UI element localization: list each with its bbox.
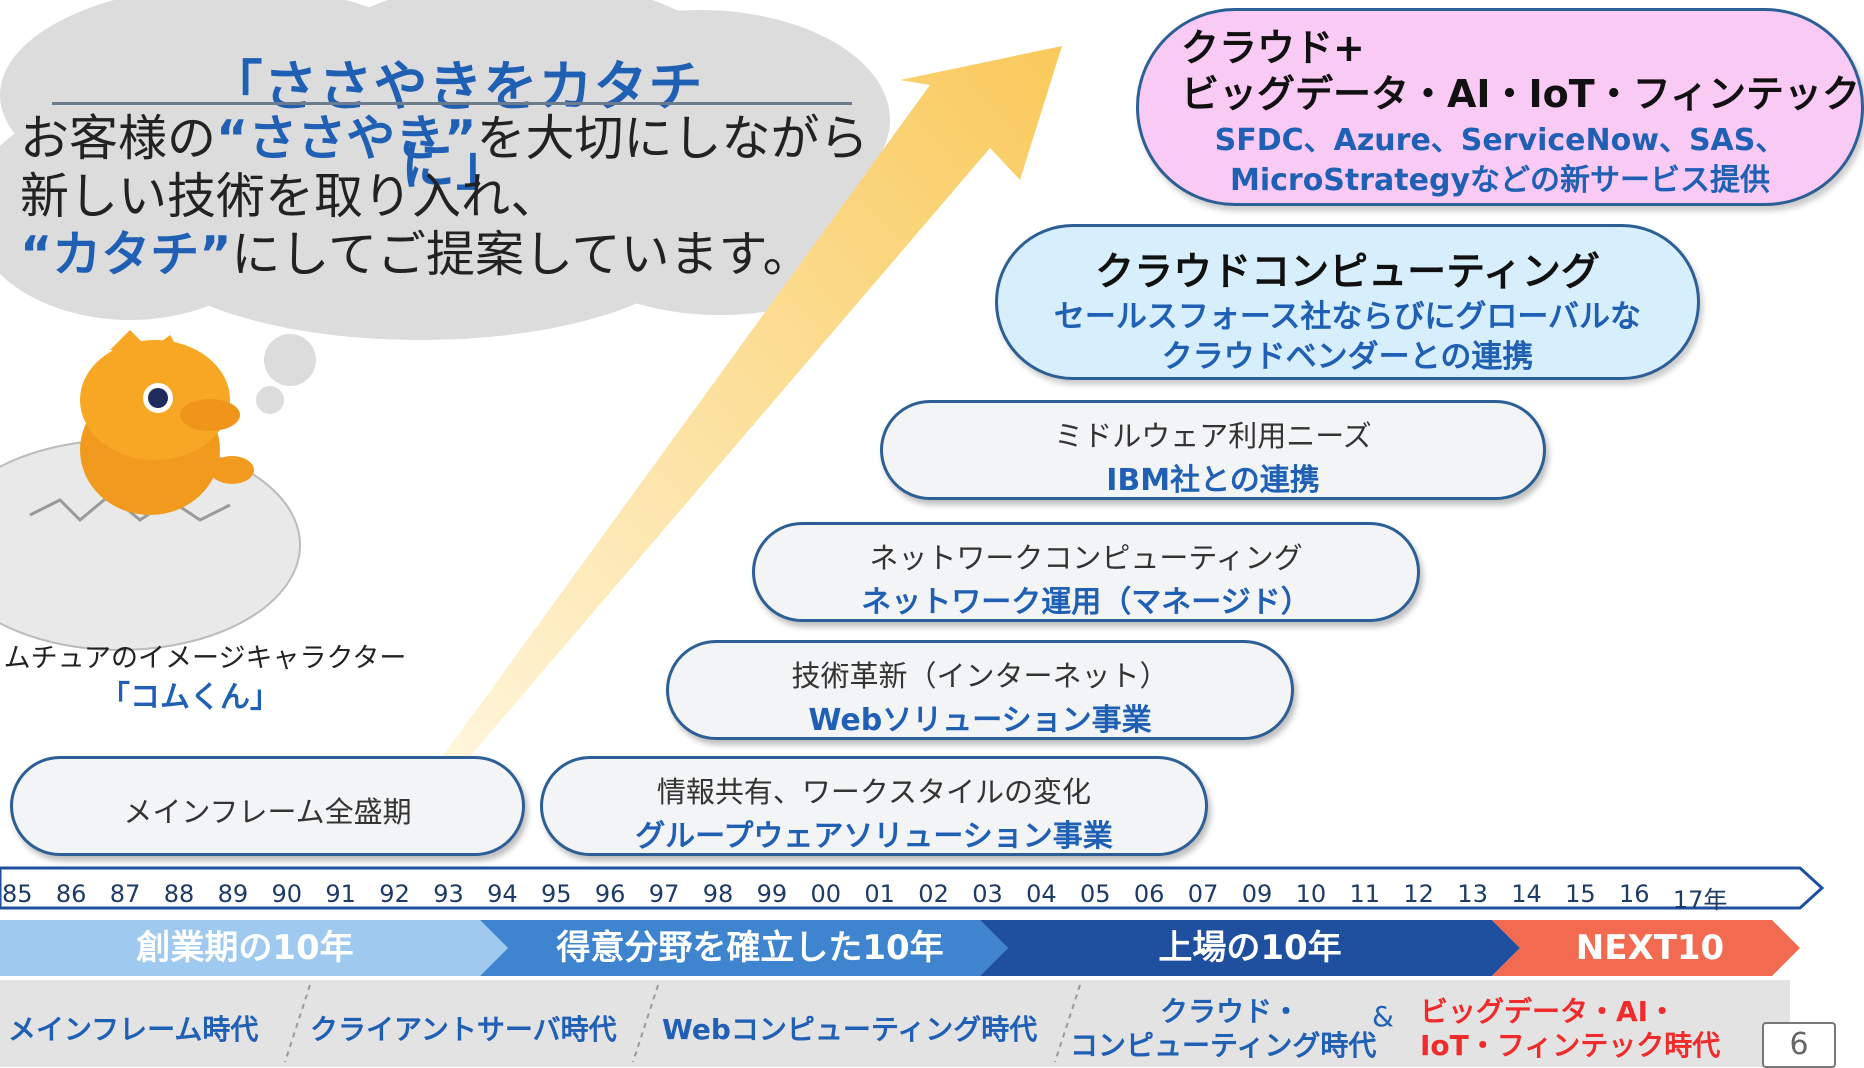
year-tick: 12 xyxy=(1403,880,1434,908)
tagline-underline xyxy=(52,102,852,105)
message-line-1: お客様の“ささやき”を大切にしながら xyxy=(20,110,869,167)
year-tick: 97 xyxy=(648,880,680,908)
year-tick: 98 xyxy=(702,880,734,908)
year-tick: 09 xyxy=(1241,880,1273,908)
year-tick: 90 xyxy=(271,880,303,908)
character-caption: ムチュアのイメージキャラクター xyxy=(3,643,407,674)
ampersand: & xyxy=(1372,1000,1394,1033)
year-tick: 10 xyxy=(1295,880,1327,908)
stage-future: クラウド+ ビッグデータ・AI・IoT・フィンテック SFDC、Azure、Se… xyxy=(1136,8,1864,206)
year-tick: 02 xyxy=(918,880,949,908)
message-line-2: 新しい技術を取り入れ、 xyxy=(20,168,560,225)
year-tick: 91 xyxy=(325,880,356,908)
year-tick: 92 xyxy=(379,880,410,908)
stage-web: 技術革新（インターネット） Webソリューション事業 xyxy=(666,640,1294,740)
era-next10: NEXT10 xyxy=(1575,928,1725,968)
year-tick: 11 xyxy=(1349,880,1381,908)
period-mainframe: メインフレーム時代 xyxy=(8,1013,259,1046)
year-tick: 17年 xyxy=(1672,886,1728,914)
year-tick: 15 xyxy=(1565,880,1596,908)
year-tick: 05 xyxy=(1080,880,1111,908)
year-tick: 13 xyxy=(1457,880,1488,908)
year-axis: 85 86 87 88 89 90 91 92 93 94 95 96 97 98 99 00 01 02 03 04… xyxy=(0,870,1864,916)
year-tick: 87 xyxy=(109,880,141,908)
year-tick: 94 xyxy=(487,880,518,908)
period-client-server: クライアントサーバ時代 xyxy=(310,1013,617,1046)
year-tick: 03 xyxy=(972,880,1003,908)
era-specialty: 得意分野を確立した10年 xyxy=(556,928,944,968)
era-founding: 創業期の10年 xyxy=(136,928,354,968)
year-tick: 16 xyxy=(1619,880,1650,908)
stage-middleware: ミドルウェア利用ニーズ IBM社との連携 xyxy=(880,400,1546,500)
period-bigdata-l2: IoT・フィンテック時代 xyxy=(1420,1029,1721,1062)
message-line-3: “カタチ”にしてご提案しています。 xyxy=(20,226,812,283)
year-tick: 95 xyxy=(541,880,572,908)
year-tick: 14 xyxy=(1511,880,1542,908)
company-message: お客様の“ささやき”を大切にしながら 新しい技術を取り入れ、 “カタチ”にしてご… xyxy=(20,110,868,284)
tagline: 「ささやきをカタチに」 xyxy=(208,55,704,197)
character-name: 「コムくん」 xyxy=(100,680,280,715)
year-tick: 88 xyxy=(163,880,195,908)
year-tick: 99 xyxy=(756,880,788,908)
year-tick: 93 xyxy=(433,880,464,908)
year-tick: 00 xyxy=(810,880,842,908)
page-number: 6 xyxy=(1762,1022,1836,1068)
period-cloud-l2: コンピューティング時代 xyxy=(1070,1029,1377,1062)
stage-cloud: クラウドコンピューティング セールスフォース社ならびにグローバルな クラウドベン… xyxy=(995,224,1700,380)
komu-kun-character xyxy=(80,330,254,515)
period-web-computing: Webコンピューティング時代 xyxy=(662,1013,1038,1046)
year-tick: 96 xyxy=(594,880,626,908)
year-tick: 89 xyxy=(217,880,249,908)
year-tick: 06 xyxy=(1133,880,1165,908)
year-tick: 85 xyxy=(2,880,33,908)
stage-groupware: 情報共有、ワークスタイルの変化 グループウェアソリューション事業 xyxy=(540,756,1208,856)
year-tick: 04 xyxy=(1026,880,1057,908)
growth-arrow xyxy=(440,46,1062,768)
stage-mainframe: メインフレーム全盛期 xyxy=(10,756,525,856)
stage-network: ネットワークコンピューティング ネットワーク運用（マネージド） xyxy=(752,522,1420,622)
era-listing: 上場の10年 xyxy=(1158,928,1342,968)
year-tick: 86 xyxy=(55,880,87,908)
period-bigdata-l1: ビッグデータ・AI・ xyxy=(1420,995,1677,1028)
year-tick: 07 xyxy=(1187,880,1219,908)
year-tick: 01 xyxy=(864,880,895,908)
period-cloud-l1: クラウド・ xyxy=(1160,995,1301,1028)
